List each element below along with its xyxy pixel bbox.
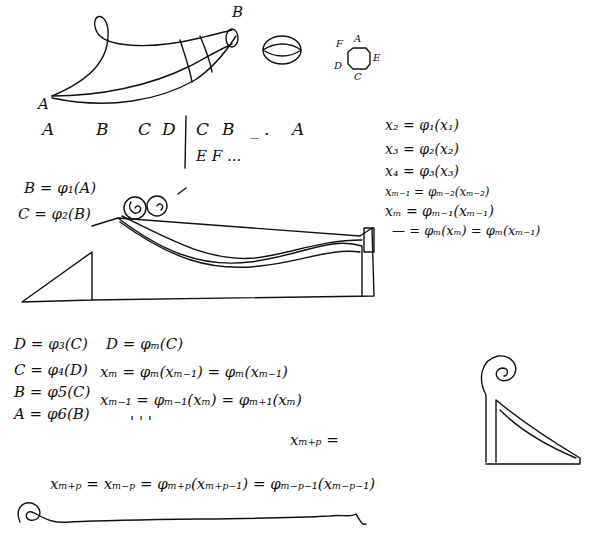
handwritten-label: E [373,52,380,63]
shelf-sketch [22,252,92,302]
surface-sketch [52,36,236,103]
handwritten-label: A [42,120,54,139]
spiral-slope-sketch [486,400,580,464]
shelf-sketch [92,218,374,300]
handwritten-label: xₘ₊ₚ = xₘ₋ₚ = φₘ₊ₚ(xₘ₊ₚ₋₁) = φₘ₋ₚ₋₁(xₘ₋ₚ… [50,476,375,493]
handwritten-label: D = φₘ(C) [106,336,183,353]
spiral-slope-sketch [500,410,576,458]
handwritten-label: C [354,71,362,82]
spiral-curve-sketch [18,503,366,524]
handwritten-label: — = φₘ(xₘ) = φₘ(xₘ₋₁) [392,224,540,238]
handwritten-label: x₄ = φ₃(x₃) [385,164,459,179]
handwritten-label: C = φ₄(D) [14,362,88,379]
handwritten-label: xₘ₋₁ = φₘ₋₂(xₘ₋₂) [385,186,490,199]
handwritten-label: F [336,38,343,49]
handwritten-label: A [38,96,49,113]
spiral-slope-sketch [482,356,516,462]
shelf-sketch [118,218,362,296]
handwritten-label: A = φ6(B) [14,406,90,423]
wave-sketch [122,216,362,258]
handwritten-label: D [334,60,342,71]
handwritten-label: xₘ = φₘ(xₘ₋₁) = φₘ(xₘ₋₁) [100,364,288,381]
handwritten-label: B [232,4,243,21]
handwritten-label: xₘ₋₁ = φₘ₋₁(xₘ) = φₘ₊₁(xₘ) [100,392,302,409]
handwritten-label: ' ' ' [130,414,152,431]
loop-sketch [226,29,238,47]
surface-sketch [52,16,232,96]
surface-sketch [180,36,212,82]
handwritten-label: D = φ₃(C) [14,336,88,353]
end-block [364,228,374,252]
wave-sketch [120,222,360,267]
divider-line [185,116,186,168]
mark-sketch [178,188,186,194]
ellipse-sketch [263,36,301,64]
handwritten-label: A [292,120,304,139]
handwritten-label: B = φ₁(A) [24,180,96,197]
square-sketch [348,48,370,69]
handwritten-label: B [222,120,235,139]
handwritten-label: B [96,120,109,139]
handwritten-label: xₘ = φₘ₋₁(xₘ₋₁) [385,204,494,219]
handwritten-label: A [354,33,361,44]
handwritten-label: E F ... [196,148,241,165]
handwritten-label: x₂ = φ₁(x₁) [385,118,459,133]
spiral-sketch [130,202,163,213]
handwritten-label: C [138,120,151,139]
handwritten-label: C = φ₂(B) [18,206,91,223]
handwritten-label: C [196,120,209,139]
handwritten-label: x₃ = φ₂(x₂) [385,142,459,157]
handwritten-label: _ . [250,120,269,139]
handwritten-label: B = φ5(C) [14,384,90,401]
ellipse-sketch [263,44,301,56]
handwritten-label: D [162,120,176,139]
handwritten-label: xₘ₊ₚ = [290,432,339,449]
surface-sketch [52,44,232,96]
